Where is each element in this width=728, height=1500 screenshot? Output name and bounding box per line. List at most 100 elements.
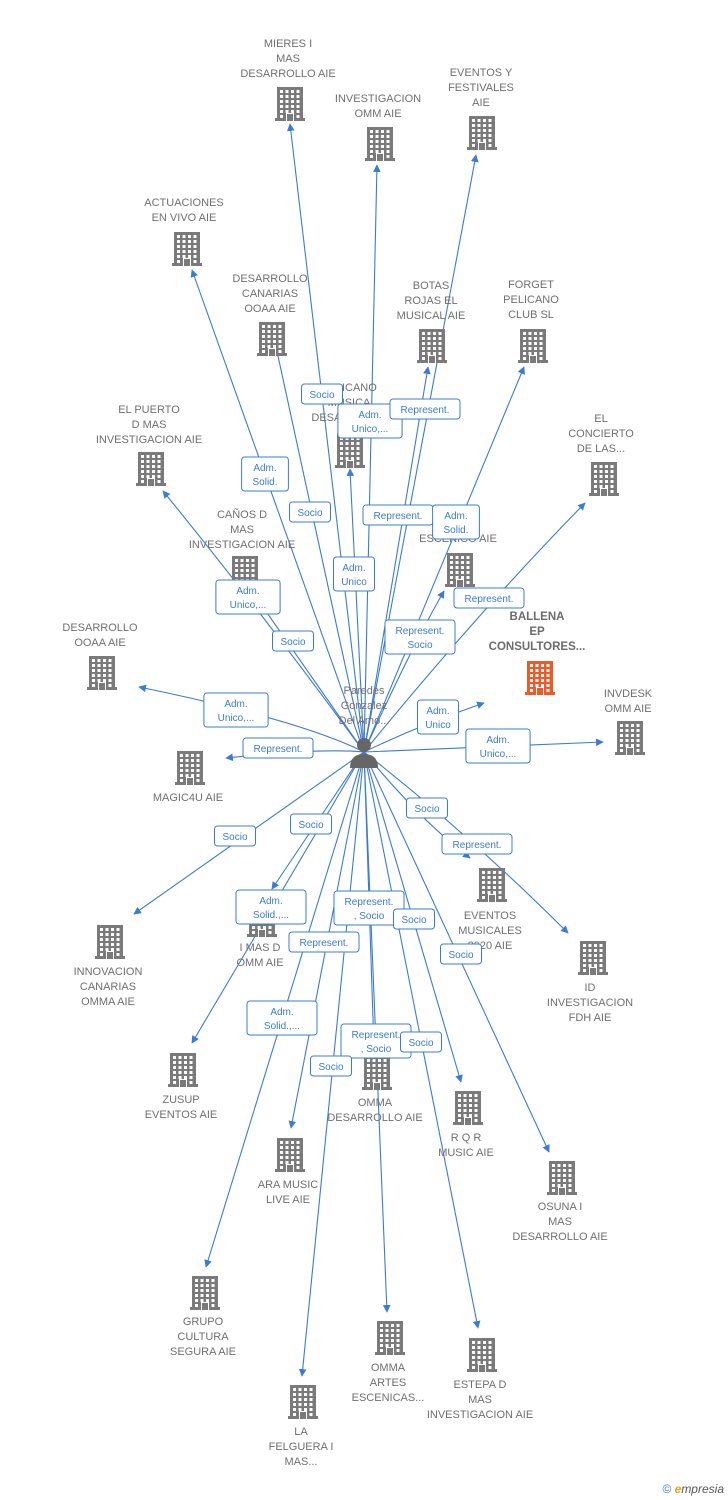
edge-label-text: Unico,... [218, 713, 255, 724]
edge-label-concierto[interactable]: Represent. [453, 587, 525, 609]
edge-label-innovacion[interactable]: Socio [214, 825, 256, 847]
building-icon [87, 656, 117, 690]
edge-label-invomm[interactable]: Adm. Unico,... [337, 403, 403, 439]
edge-label-rqr[interactable]: Socio [393, 908, 435, 930]
node-label: EVENTOS AIE [145, 1109, 218, 1121]
edge-label-estepa[interactable]: Socio [400, 1031, 442, 1053]
edge-label-text: Unico,... [352, 424, 389, 435]
building-icon [589, 462, 619, 496]
edge-label-text: Unico,... [480, 749, 517, 760]
edge-eventosyf [363, 154, 479, 753]
edge-label-text: Solid. [443, 525, 468, 536]
edge-label-imasd[interactable]: Socio [290, 813, 332, 835]
footer-brand[interactable]: © empresia [662, 1482, 724, 1496]
node-label: GRUPO [183, 1316, 224, 1328]
edge-label-osuna[interactable]: Socio [440, 943, 482, 965]
edge-label-eventosyf[interactable]: Represent. [389, 398, 461, 420]
edge-mieres [286, 123, 365, 753]
edge-label-idinv[interactable]: Represent. [441, 833, 513, 855]
node-label: MAS [230, 524, 254, 536]
edge-label-text: Represent. [254, 744, 303, 755]
node-escenico[interactable]: ESCENICO AIE [419, 533, 497, 587]
edge-label-ommdes[interactable]: Represent., Socio [333, 890, 405, 926]
edge-label-zusup[interactable]: Adm.Solid.,... [235, 889, 307, 925]
node-label: FELGUERA I [269, 1441, 334, 1453]
node-label: OMM AIE [236, 957, 283, 969]
building-icon [175, 751, 205, 785]
node-magic4u[interactable]: MAGIC4U AIE [153, 751, 223, 804]
edge-elpuerto [162, 490, 365, 753]
node-label: BOTAS [413, 280, 449, 292]
building-icon [467, 116, 497, 150]
edge-label-felguera[interactable]: Socio [310, 1055, 352, 1077]
node-ommartes[interactable]: OMMA ARTES ESCENICAS... [352, 1321, 425, 1404]
edge-label-pelicano[interactable]: Adm.Unico [333, 556, 375, 592]
node-label: FESTIVALES [448, 82, 514, 94]
edge-label-desooaa[interactable]: Adm.Unico,... [203, 692, 269, 728]
edge-label-ballena[interactable]: Adm.Unico [417, 699, 459, 735]
building-icon [445, 553, 475, 587]
center-label: Gonzalez [341, 700, 387, 712]
edge-label-text: Socio [448, 950, 473, 961]
edge-label-text: Adm. [358, 410, 381, 421]
node-label: CLUB SL [508, 309, 554, 321]
edge-label-text: Represent. [465, 594, 514, 605]
node-label: AIE [472, 97, 490, 109]
node-label: ESCENICAS... [352, 1392, 425, 1404]
edge-label-text: Socio [222, 832, 247, 843]
building-icon [362, 1056, 392, 1090]
building-icon [136, 452, 166, 486]
node-label: ID [585, 982, 596, 994]
node-label: ARTES [370, 1377, 406, 1389]
edge-label-invdesk[interactable]: Adm.Unico,... [465, 728, 531, 764]
edge-label-text: Socio [401, 915, 426, 926]
edge-label-aramusic[interactable]: Represent. [288, 931, 360, 953]
edge-labels-layer: SocioAdm.Unico,...Represent.Adm.Solid.So… [203, 383, 531, 1077]
edge-label-canos[interactable]: Socio [272, 630, 314, 652]
edge-label-forget[interactable]: Adm.Solid. [432, 504, 480, 540]
node-label: ARA MUSIC [258, 1179, 319, 1191]
edge-label-mieres[interactable]: Socio [301, 383, 343, 405]
edge-label-botas[interactable]: Represent. [362, 504, 434, 526]
node-label: EN VIVO AIE [152, 212, 217, 224]
node-ballena[interactable]: BALLENAEPCONSULTORES... [489, 611, 586, 695]
edge-label-elpuerto[interactable]: Adm.Unico,... [215, 579, 281, 615]
node-label: CULTURA [177, 1331, 229, 1343]
edge-label-descan[interactable]: Socio [289, 501, 331, 523]
node-label: SEGURA AIE [170, 1346, 236, 1358]
edge-label-magic4u[interactable]: Represent. [242, 737, 314, 759]
edge-label-text: Represent. [300, 938, 349, 949]
edge-label-actuaciones[interactable]: Adm.Solid. [241, 456, 289, 492]
node-label: OMMA [371, 1362, 406, 1374]
node-label: OOAA AIE [244, 303, 295, 315]
edge-label-grupo[interactable]: Adm.Solid.,... [246, 1000, 318, 1036]
node-grupo[interactable]: GRUPO CULTURA SEGURA AIE [170, 1276, 236, 1358]
edge-label-escenico[interactable]: Represent.Socio [384, 619, 456, 655]
edge-label-eventosmus[interactable]: Socio [406, 797, 448, 819]
